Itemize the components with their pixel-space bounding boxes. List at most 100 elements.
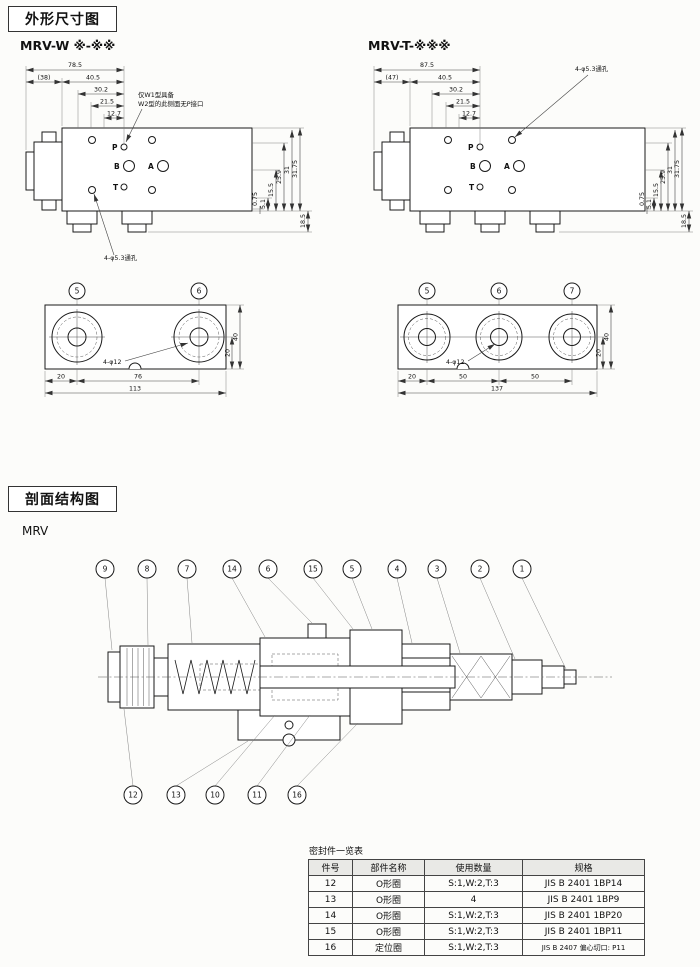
col-header-part-no: 件号 (308, 859, 353, 876)
dim-51: 5.1 (260, 199, 267, 209)
drawing-title-mrv-w: MRV-W ※-※※ (20, 38, 116, 53)
section-header-cross-section: 剖面结构图 (8, 486, 117, 512)
callout-balloon (205, 785, 225, 805)
balloon-16: 16 (292, 791, 302, 800)
dim-302: 30.2 (94, 87, 108, 94)
dim-127: 12.7 (462, 111, 476, 118)
dim-38: (38) (38, 75, 51, 82)
cell-part-name: O形圈 (352, 907, 425, 924)
cell-part-name: 定位圈 (352, 939, 425, 956)
cell-part-no: 16 (308, 939, 353, 956)
through-hole-callout: 4-φ5.3通孔 (93, 193, 138, 262)
dim-20-right: 20 (596, 349, 603, 357)
callout-balloon (258, 559, 278, 579)
cell-qty: S:1,W:2,T:3 (424, 907, 523, 924)
dim-405: 40.5 (86, 75, 100, 82)
dim-259: 25.9 (660, 170, 667, 184)
cell-part-no: 13 (308, 891, 353, 908)
dim-215: 21.5 (456, 99, 470, 106)
p-port-note: 仅W1型具备 W2型的此侧面无P接口 (125, 90, 203, 143)
mrv-t-bottom-view: 5 6 7 4-φ12 (397, 282, 615, 397)
hole-callout-label: 4-φ5.3通孔 (575, 64, 609, 73)
hole-callout: 4-φ12 (446, 343, 496, 366)
col-header-spec: 规格 (522, 859, 645, 876)
table-row: 16 定位圈 S:1,W:2,T:3 JIS B 2407 偏心切口: P11 (308, 939, 645, 956)
table-header-row: 件号 部件名称 使用数量 规格 (308, 859, 645, 876)
balloon-14: 14 (227, 565, 237, 574)
dim-50b: 50 (531, 374, 539, 381)
dim-47: (47) (386, 75, 399, 82)
balloon-5: 5 (75, 287, 80, 296)
port-p-label: P (468, 143, 474, 152)
dim-137: 137 (491, 386, 503, 393)
port-markings: P B A T (468, 143, 525, 192)
port-p-label: P (112, 143, 118, 152)
callout-balloons: 5 6 (68, 282, 208, 308)
valve-body-outline (373, 127, 646, 233)
cell-part-name: O形圈 (352, 875, 425, 892)
hole-callout-label: 4-φ12 (446, 359, 464, 366)
table-row: 13 O形圈 4 JIS B 2401 1BP9 (308, 891, 645, 908)
cell-spec: JIS B 2401 1BP14 (522, 875, 645, 892)
mrv-w-bottom-view: 5 6 4-φ12 40 20 (44, 282, 244, 397)
dim-405: 40.5 (438, 75, 452, 82)
dim-185: 18.5 (300, 214, 307, 228)
callout-balloon (342, 559, 362, 579)
dim-3175: 31.75 (674, 160, 681, 178)
top-callout-leaders (104, 577, 567, 670)
dim-76: 76 (134, 374, 142, 381)
balloon-15: 15 (308, 565, 318, 574)
balloon-7: 7 (185, 565, 190, 574)
valve-assembly (98, 623, 612, 747)
through-hole-callout: 4-φ5.3通孔 (514, 64, 609, 138)
note-line-2: W2型的此侧面无P接口 (138, 99, 203, 108)
dim-075: 0.75 (639, 192, 646, 206)
balloon-6: 6 (197, 287, 202, 296)
callout-balloon (303, 559, 323, 579)
dim-20: 20 (408, 374, 416, 381)
dim-113: 113 (129, 386, 141, 393)
section-title-cross-section: 剖面结构图 (25, 492, 100, 508)
cell-qty: 4 (424, 891, 523, 908)
dim-20: 20 (57, 374, 65, 381)
seal-table-title: 密封件一览表 (309, 847, 364, 857)
mounting-holes (444, 136, 516, 194)
callout-balloon (387, 559, 407, 579)
cell-part-name: O形圈 (352, 923, 425, 940)
callout-balloon (470, 559, 490, 579)
balloon-2: 2 (478, 565, 483, 574)
dim-31: 31 (667, 166, 674, 174)
callout-balloon (123, 785, 143, 805)
cell-qty: S:1,W:2,T:3 (424, 939, 523, 956)
top-dimension-lines: 87.5 (47) 40.5 30.2 21.5 12.7 (373, 62, 481, 150)
balloon-5: 5 (350, 565, 355, 574)
section-title-outline: 外形尺寸图 (25, 12, 100, 28)
dim-259: 25.9 (276, 170, 283, 184)
cell-part-no: 12 (308, 875, 353, 892)
balloon-7: 7 (570, 287, 575, 296)
dim-075: 0.75 (252, 192, 259, 206)
callout-balloon (166, 785, 186, 805)
balloon-13: 13 (171, 791, 181, 800)
valve-body-outline (25, 127, 253, 233)
cell-part-no: 14 (308, 907, 353, 924)
dim-127: 12.7 (107, 111, 121, 118)
cell-spec: JIS B 2407 偏心切口: P11 (522, 939, 645, 956)
seal-parts-table: 密封件一览表 件号 部件名称 使用数量 规格 12 O形圈 S:1,W:2,T:… (308, 844, 645, 956)
balloon-12: 12 (128, 791, 138, 800)
port-t-label: T (469, 183, 475, 192)
dim-785: 78.5 (68, 62, 82, 69)
balloon-8: 8 (145, 565, 150, 574)
balloon-10: 10 (210, 791, 220, 800)
dim-302: 30.2 (449, 87, 463, 94)
dim-185: 18.5 (681, 214, 688, 228)
callout-balloon (177, 559, 197, 579)
hole-callout: 4-φ12 (103, 342, 189, 366)
cell-part-name: O形圈 (352, 891, 425, 908)
balloon-11: 11 (252, 791, 262, 800)
dim-875: 87.5 (420, 62, 434, 69)
callout-balloon (222, 559, 242, 579)
callout-balloon (137, 559, 157, 579)
dim-31: 31 (284, 166, 291, 174)
balloon-5: 5 (425, 287, 430, 296)
